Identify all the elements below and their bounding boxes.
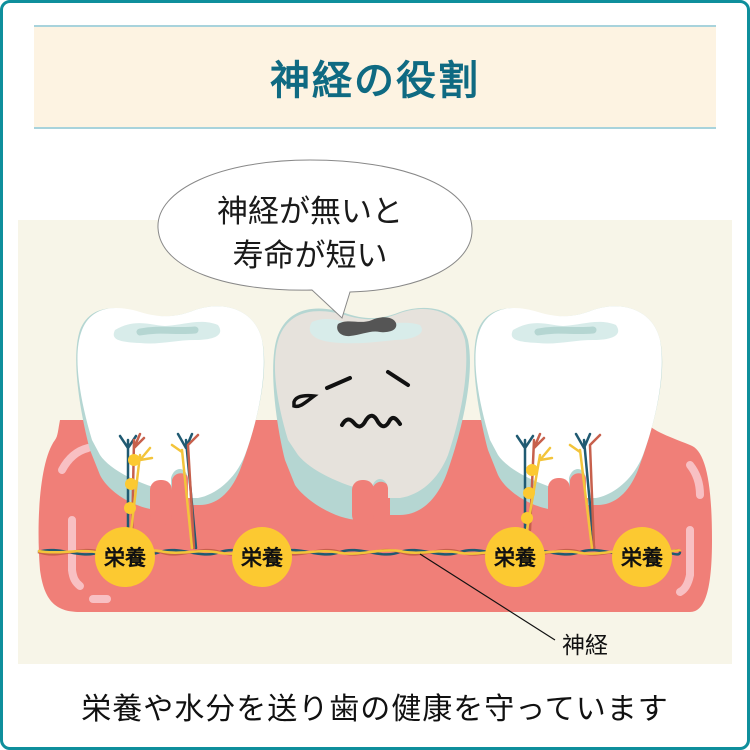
nerve-branches-left <box>118 432 200 550</box>
nutrient-label-2: 栄養 <box>241 546 283 570</box>
nutrient-label-4: 栄養 <box>621 546 663 570</box>
speech-line-1: 神経が無いと <box>217 194 403 230</box>
nerve-branches-right <box>515 432 602 550</box>
dead-tooth-middle <box>273 307 470 525</box>
nutrient-label-3: 栄養 <box>494 546 536 570</box>
healthy-tooth-right <box>474 306 663 528</box>
nerve-label: 神経 <box>562 633 608 659</box>
nutrient-label-1: 栄養 <box>104 546 146 570</box>
healthy-tooth-left <box>76 306 265 525</box>
speech-line-2: 寿命が短い <box>232 238 388 274</box>
speech-bubble <box>157 159 473 319</box>
nerve-pointer-line <box>419 553 556 641</box>
title-band: 神経の役割 <box>34 25 716 129</box>
nutrient-dots <box>124 454 538 524</box>
caption: 栄養や水分を送り歯の健康を守っています <box>81 692 669 727</box>
page-title: 神経の役割 <box>270 58 480 104</box>
nutrient-circles <box>95 527 672 587</box>
speech-bubble-text: 神経が無いと 寿命が短い <box>180 190 440 278</box>
